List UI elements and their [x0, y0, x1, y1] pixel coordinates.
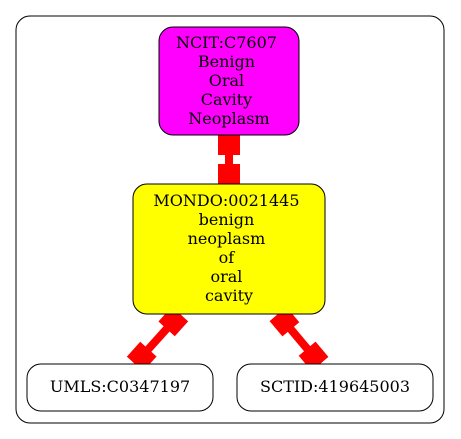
edge-head-box	[218, 164, 240, 184]
node-ncit-box	[158, 26, 300, 136]
node-mondo-label: MONDO:0021445 benign neoplasm of oral ca…	[153, 191, 304, 305]
node-mondo-line: benign	[199, 210, 255, 229]
node-sctid[interactable]: SCTID:419645003	[236, 363, 434, 412]
node-ncit-line: Oral	[209, 71, 244, 90]
node-ncit-line: NCIT:C7607	[176, 33, 277, 52]
node-mondo-box	[132, 183, 326, 315]
node-ncit[interactable]: NCIT:C7607 Benign Oral Cavity Neoplasm	[158, 26, 300, 136]
node-ncit-label: NCIT:C7607 Benign Oral Cavity Neoplasm	[176, 33, 282, 128]
node-umls-line: UMLS:C0347197	[50, 377, 190, 396]
node-mondo[interactable]: MONDO:0021445 benign neoplasm of oral ca…	[132, 183, 326, 315]
node-umls-box	[26, 363, 214, 412]
node-sctid-line: SCTID:419645003	[260, 377, 410, 396]
edge-tail-box	[218, 135, 240, 155]
node-mondo-line: MONDO:0021445	[153, 191, 299, 210]
node-ncit-line: Benign	[198, 52, 255, 71]
node-mondo-line: cavity	[205, 286, 253, 305]
node-mondo-line: of	[219, 248, 236, 267]
node-ncit-line: Cavity	[201, 90, 252, 109]
node-sctid-box	[236, 363, 434, 412]
edge-ncit-mondo	[218, 135, 240, 184]
node-umls[interactable]: UMLS:C0347197	[26, 363, 214, 412]
node-umls-label: UMLS:C0347197	[50, 377, 190, 396]
node-ncit-line: Neoplasm	[188, 109, 269, 128]
node-sctid-label: SCTID:419645003	[260, 377, 410, 396]
node-mondo-line: oral	[210, 267, 242, 286]
node-mondo-line: neoplasm	[188, 229, 266, 248]
